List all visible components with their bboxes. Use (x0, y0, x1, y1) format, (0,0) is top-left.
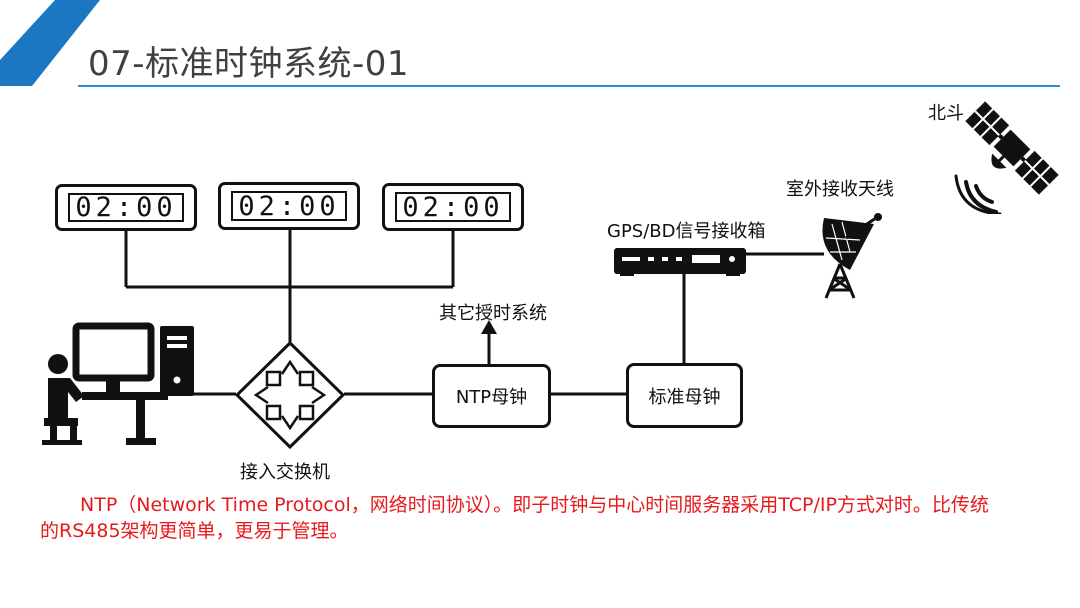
slave-clock: 02:00 (382, 183, 524, 231)
satellite-icon (954, 101, 1059, 214)
title-divider (78, 85, 1060, 87)
receiver-box-icon (614, 248, 746, 276)
page-title: 07-标准时钟系统-01 (88, 44, 410, 84)
clock-display: 02:00 (395, 192, 511, 223)
slave-clock: 02:00 (218, 182, 360, 230)
switch-label: 接入交换机 (240, 462, 330, 483)
workstation-icon (42, 322, 194, 445)
clock-display: 02:00 (68, 192, 184, 223)
title-banner (0, 0, 100, 86)
switch-icon (234, 340, 346, 450)
receiver-label: GPS/BD信号接收箱 (607, 221, 766, 242)
antenna-dish-icon (822, 213, 882, 299)
other-systems-label: 其它授时系统 (439, 303, 547, 324)
description-text: NTP（Network Time Protocol，网络时间协议）。即子时钟与中… (40, 494, 989, 542)
slave-clock: 02:00 (55, 184, 197, 231)
standard-master-box: 标准母钟 (626, 363, 743, 428)
beidou-label: 北斗 (928, 103, 964, 124)
clock-display: 02:00 (231, 191, 347, 222)
ntp-master-box: NTP母钟 (432, 364, 551, 428)
antenna-label: 室外接收天线 (786, 179, 894, 200)
